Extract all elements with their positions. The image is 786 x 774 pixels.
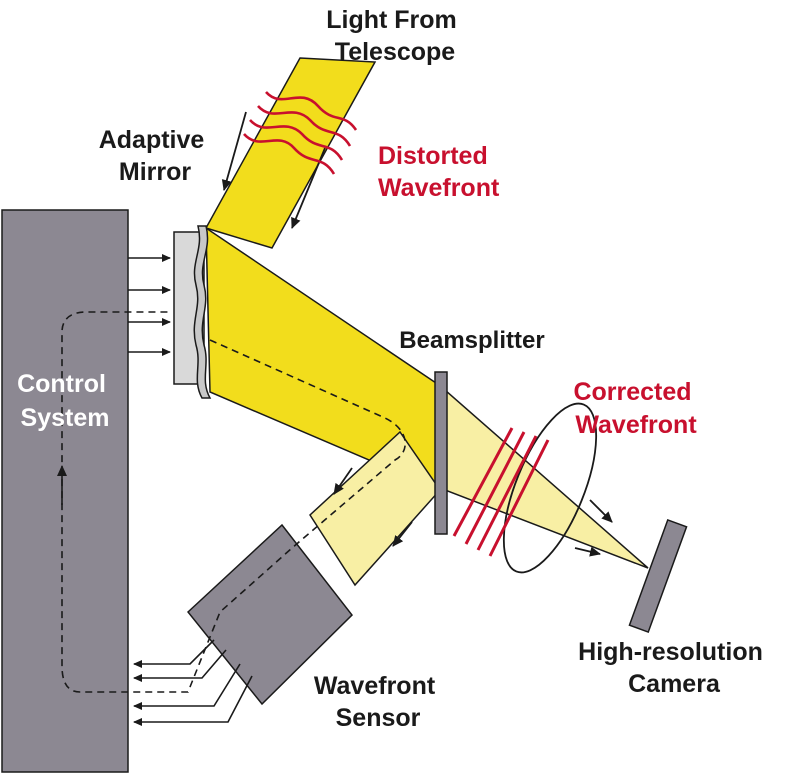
control-system-box	[1, 209, 129, 773]
sensor-arrow-right	[392, 521, 413, 547]
sensor-arrow-left	[333, 467, 353, 495]
distorted-wavefront-lines	[243, 91, 358, 175]
camera-device	[628, 518, 688, 634]
label-high-resolution-camera: High-resolution Camera	[578, 638, 770, 698]
label-beamsplitter: Beamsplitter	[399, 327, 544, 354]
label-wavefront-sensor: Wavefront Sensor	[314, 672, 442, 732]
label-distorted-wavefront: Distorted Wavefront	[378, 142, 500, 202]
label-control-system: Control System	[17, 370, 113, 432]
lens	[502, 402, 598, 574]
mirror-control-arrows	[128, 254, 171, 356]
camera-arrow-lower	[574, 546, 601, 557]
adaptive-mirror-surface	[193, 225, 212, 399]
label-adaptive-mirror: Adaptive Mirror	[99, 126, 212, 186]
feedback-loop-path	[61, 311, 407, 693]
sensor-signal-arrows	[133, 639, 253, 726]
wavefront-sensor-box	[186, 523, 354, 706]
label-corrected-wavefront: Corrected Wavefront	[573, 378, 698, 439]
beamsplitter	[434, 371, 448, 535]
corrected-wavefront-lines	[452, 427, 550, 557]
incoming-beam	[204, 57, 377, 249]
label-light-from-telescope: Light From Telescope	[326, 6, 463, 66]
camera-arrow-upper	[589, 499, 613, 523]
incoming-arrow-left	[221, 111, 247, 191]
